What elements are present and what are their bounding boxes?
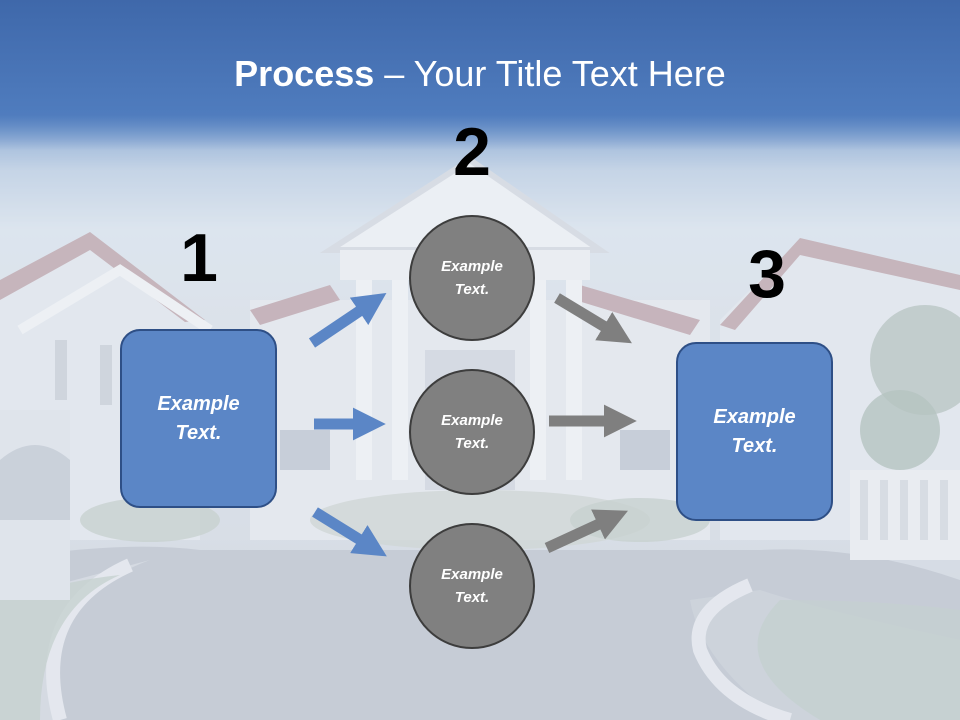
circle-top-text: Example Text. [441,258,503,298]
arrow-1-to-circle-bottom [312,507,387,557]
title-rest: Your Title Text Here [413,53,726,94]
circle-bottom: Example Text. [409,523,535,649]
step-number-1: 1 [180,220,218,296]
arrow-1-to-circle-top [308,292,387,348]
title-band [0,0,960,150]
title-bold: Process [234,53,375,94]
slide-title: Process – Your Title Text Here [0,50,960,98]
circle-top: Example Text. [409,215,535,341]
step-number-2: 2 [453,114,491,190]
arrow-circle-top-to-3 [554,293,632,344]
circle-bottom-text: Example Text. [441,566,503,606]
title-separator: – [374,53,414,94]
step-number-3: 3 [748,236,786,312]
circle-middle-text: Example Text. [441,412,503,452]
step-3-box: Example Text. [676,342,833,521]
step-1-box-text: Example Text. [157,392,240,444]
arrow-circle-bottom-to-3 [544,509,628,553]
step-1-box: Example Text. [120,329,277,508]
step-3-box-text: Example Text. [713,405,796,457]
circle-middle: Example Text. [409,369,535,495]
